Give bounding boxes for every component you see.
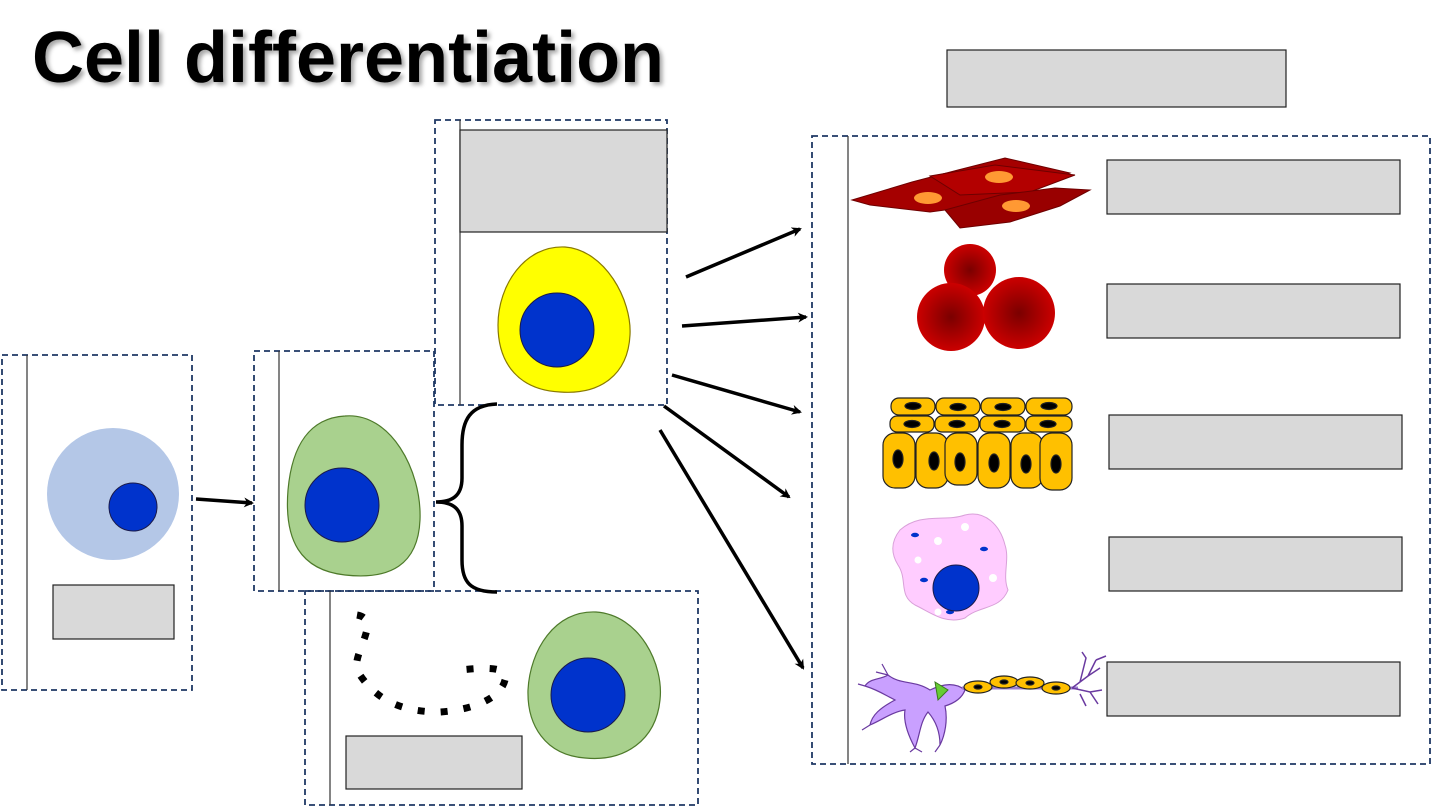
arrow-stem-to-progenitor <box>195 497 254 508</box>
lymphoid-label-box[interactable] <box>345 735 523 790</box>
arrow-to-smooth-muscle <box>685 227 802 279</box>
arrows <box>195 227 808 670</box>
stem-cell-label-box[interactable] <box>52 584 175 640</box>
stem-cell-frame <box>1 354 193 691</box>
specialized-cells-header-box[interactable] <box>946 49 1287 108</box>
arrow-to-neuron <box>658 429 805 670</box>
myeloid-label-box[interactable] <box>459 129 668 233</box>
neuron-icon <box>857 651 1107 753</box>
arrow-to-mast-cell <box>662 404 791 499</box>
mast-cell-label-box[interactable] <box>1108 536 1403 592</box>
progenitor-cell-icon <box>286 415 421 577</box>
smooth-muscle-cells-icon <box>850 157 1092 229</box>
dotted-path-icon <box>353 611 509 716</box>
page-title: Cell differentiation <box>32 18 665 98</box>
arrow-to-epithelial <box>671 373 802 415</box>
red-blood-cell-label-box[interactable] <box>1106 283 1401 339</box>
myeloid-cell-icon <box>497 246 631 393</box>
epithelial-label-box[interactable] <box>1108 414 1403 470</box>
neuron-label-box[interactable] <box>1106 661 1401 717</box>
progenitor-frame <box>253 350 435 592</box>
arrow-to-red-blood-cell <box>681 312 808 328</box>
red-blood-cells-icon <box>917 244 1055 351</box>
lymphoid-frame <box>304 590 699 806</box>
smooth-muscle-label-box[interactable] <box>1106 159 1401 215</box>
epithelial-cells-icon <box>882 397 1073 491</box>
specialized-cells-frame <box>811 135 1431 765</box>
mast-cell-icon <box>892 513 1009 621</box>
stem-cell-icon <box>47 428 179 560</box>
lymphoid-cell-icon <box>527 611 662 760</box>
branch-brace <box>435 402 498 594</box>
